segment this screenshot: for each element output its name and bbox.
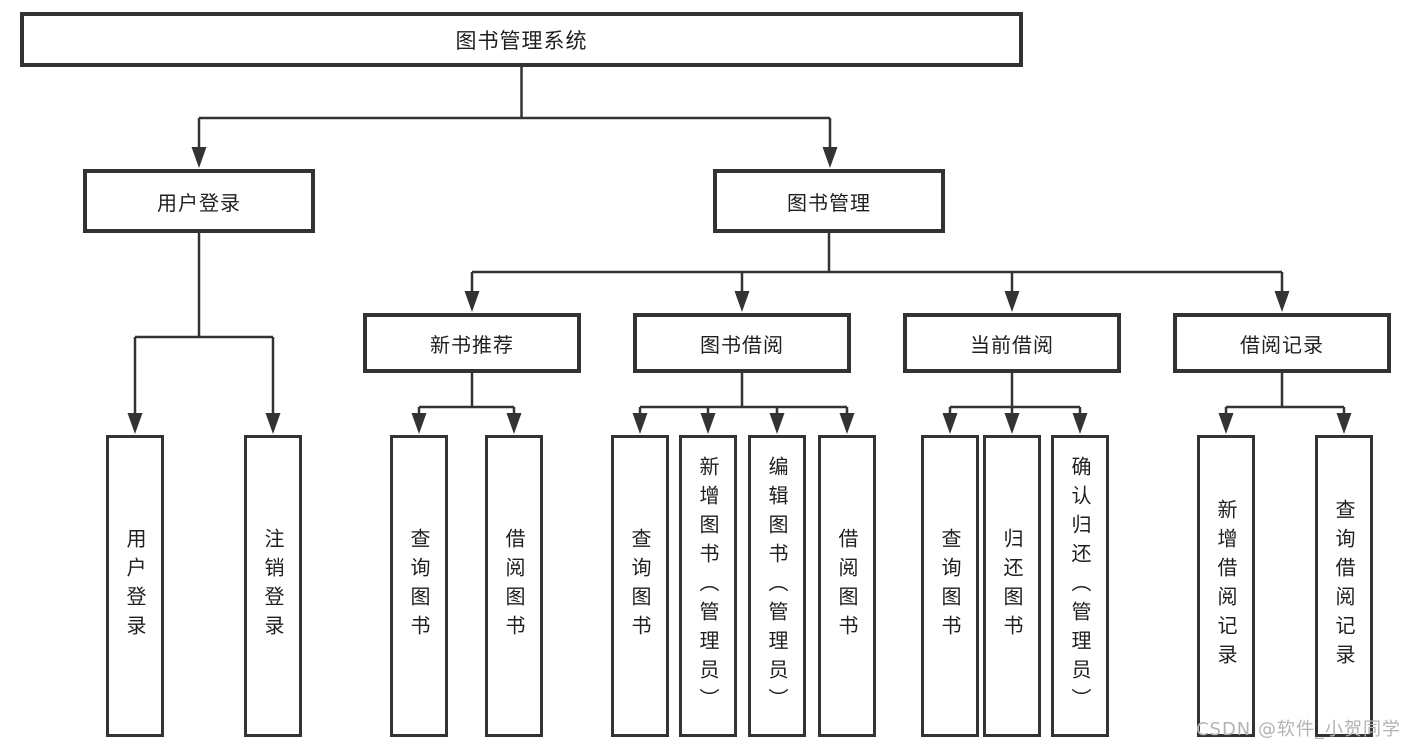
leaf-query-books-recommend: 查询图书 <box>390 435 448 737</box>
leaf-add-borrow-record: 新增借阅记录 <box>1197 435 1255 737</box>
leaf-query-books-borrow: 查询图书 <box>611 435 669 737</box>
node-new-book-recommend: 新书推荐 <box>363 313 581 373</box>
leaf-query-books-current: 查询图书 <box>921 435 979 737</box>
leaf-borrow-books-recommend: 借阅图书 <box>485 435 543 737</box>
leaf-add-book-admin: 新增图书（管理员） <box>679 435 737 737</box>
node-borrow-records: 借阅记录 <box>1173 313 1391 373</box>
leaf-return-book: 归还图书 <box>983 435 1041 737</box>
node-library-management-system: 图书管理系统 <box>20 12 1023 67</box>
leaf-user-login: 用户登录 <box>106 435 164 737</box>
node-current-borrow: 当前借阅 <box>903 313 1121 373</box>
leaf-query-borrow-record: 查询借阅记录 <box>1315 435 1373 737</box>
watermark: CSDN @软件_小贺同学 <box>1195 719 1401 740</box>
leaf-edit-book-admin: 编辑图书（管理员） <box>748 435 806 737</box>
leaf-borrow-books: 借阅图书 <box>818 435 876 737</box>
node-book-borrow: 图书借阅 <box>633 313 851 373</box>
node-book-management: 图书管理 <box>713 169 945 233</box>
leaf-logout-login: 注销登录 <box>244 435 302 737</box>
node-user-login: 用户登录 <box>83 169 315 233</box>
leaf-confirm-return-admin: 确认归还（管理员） <box>1051 435 1109 737</box>
